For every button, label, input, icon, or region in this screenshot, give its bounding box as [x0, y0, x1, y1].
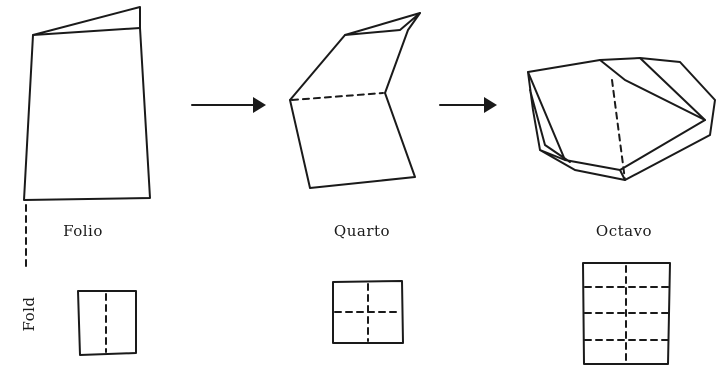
octavo-fold-pattern	[582, 262, 671, 365]
folio-fold-pattern	[77, 290, 137, 356]
octavo-label: Octavo	[596, 222, 652, 240]
quarto-folded-sheet	[289, 12, 421, 189]
arrow-right-icon	[439, 97, 497, 113]
folio-booklet	[23, 6, 151, 201]
quarto-label: Quarto	[334, 222, 390, 240]
quarto-fold-pattern	[332, 280, 404, 344]
fold-label: Fold	[20, 296, 38, 331]
folio-label: Folio	[63, 222, 103, 240]
octavo-folded-sheet	[527, 57, 716, 181]
arrow-right-icon	[191, 97, 266, 113]
